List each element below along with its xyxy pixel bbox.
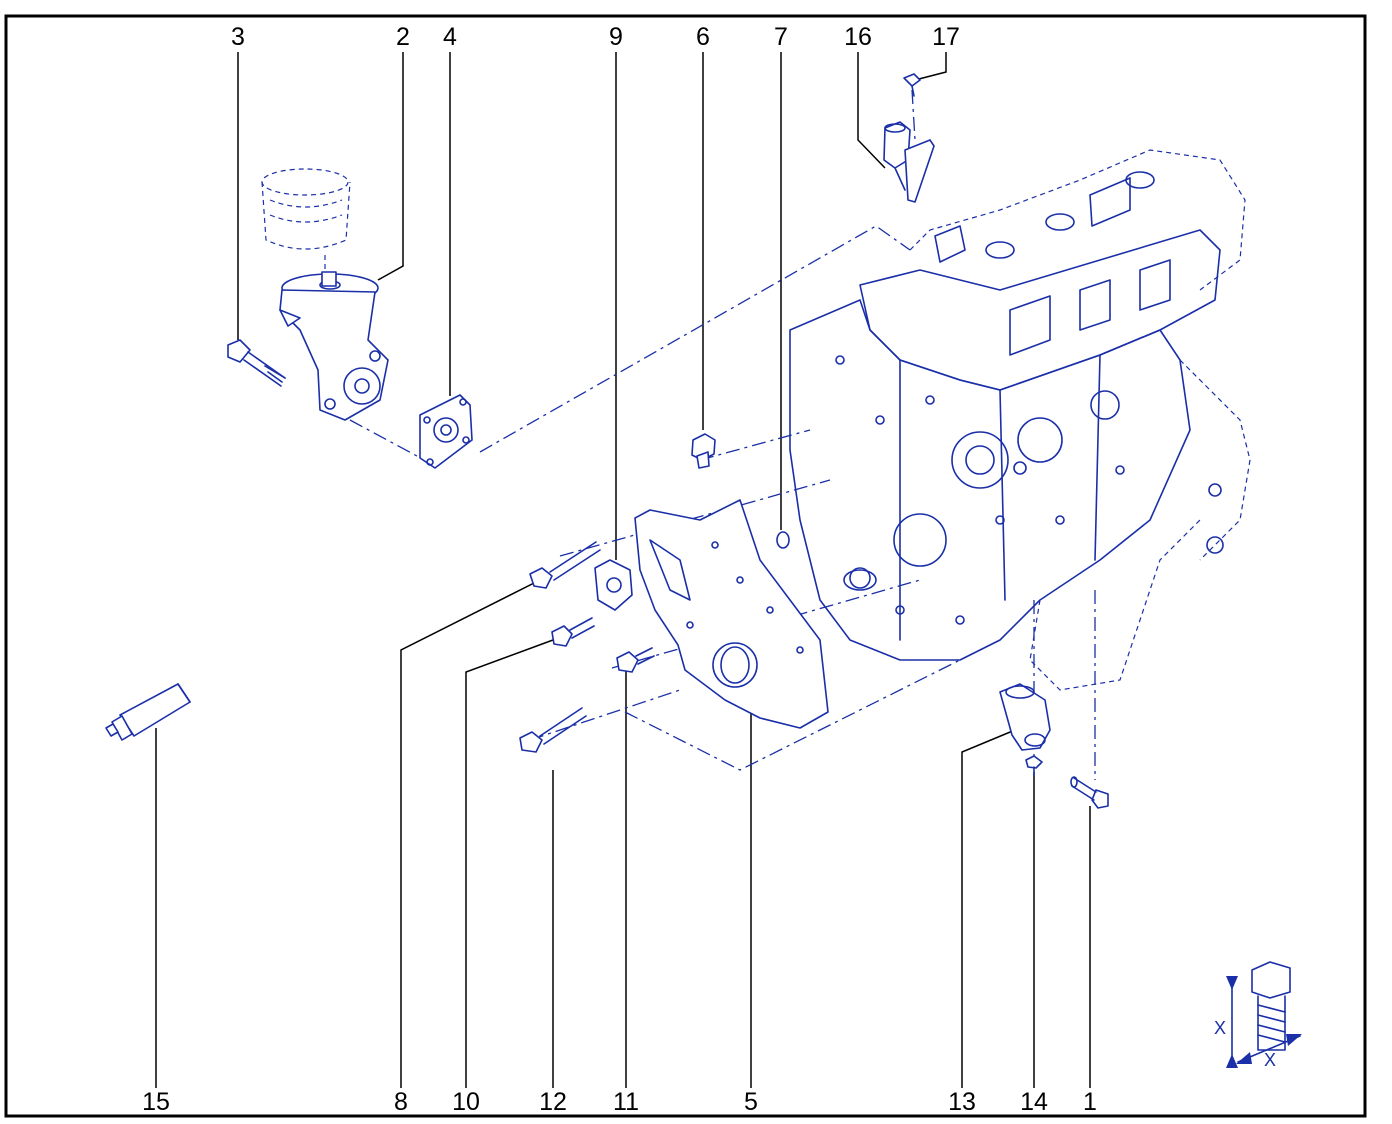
callout-12: 12	[539, 1088, 567, 1116]
callout-14: 14	[1020, 1088, 1048, 1116]
callout-17: 17	[932, 23, 960, 51]
callout-1: 1	[1083, 1088, 1097, 1116]
engine-block	[789, 149, 1251, 691]
bolt-14	[1025, 755, 1043, 776]
callout-4: 4	[443, 23, 457, 51]
sensor-16	[883, 121, 935, 203]
bolt-3	[227, 339, 286, 387]
gasket-9	[594, 559, 633, 611]
front-cover-5	[634, 499, 829, 729]
leader-2	[377, 52, 404, 281]
callout-15: 15	[142, 1088, 170, 1116]
callout-9: 9	[609, 23, 623, 51]
callout-labels-top: 3 2 4 9 6 7 16 17	[231, 23, 960, 51]
bolt-11	[616, 647, 655, 673]
diameter-x-label: X	[1264, 1050, 1276, 1070]
callout-3: 3	[231, 23, 245, 51]
assembly-center-lines	[349, 89, 1096, 780]
oil-pickup-13	[999, 683, 1051, 751]
leader-8	[400, 579, 541, 1088]
leader-10	[465, 639, 554, 1088]
o-ring-7	[776, 531, 790, 549]
length-x-label: X	[1214, 1018, 1226, 1038]
callout-11: 11	[613, 1088, 639, 1116]
callout-6: 6	[696, 23, 710, 51]
bolt-12	[519, 707, 587, 753]
plug-6	[691, 433, 716, 469]
leader-17	[914, 52, 947, 81]
bolt-17	[903, 73, 921, 97]
callout-2: 2	[396, 23, 410, 51]
gasket-4	[419, 394, 473, 469]
callout-10: 10	[452, 1088, 480, 1116]
callout-labels-bottom: 15 8 10 12 11 5 13 14 1	[142, 1088, 1097, 1116]
bolt-8	[529, 541, 601, 589]
callout-5: 5	[744, 1088, 758, 1116]
bolt-dimension-symbol: X X	[1214, 961, 1302, 1070]
bolt-10	[551, 617, 595, 647]
callout-13: 13	[948, 1088, 976, 1116]
leader-lines	[155, 52, 1091, 1088]
leader-13	[961, 729, 1016, 1088]
sealant-tube-15	[105, 683, 191, 741]
bolt-1	[1070, 776, 1109, 809]
callout-16: 16	[844, 23, 872, 51]
callout-7: 7	[774, 23, 788, 51]
oil-filter-housing	[279, 271, 389, 421]
oil-filter-cartridge	[261, 168, 351, 275]
leader-16	[857, 52, 886, 169]
callout-8: 8	[394, 1088, 408, 1116]
diagram-border	[4, 14, 1367, 1118]
